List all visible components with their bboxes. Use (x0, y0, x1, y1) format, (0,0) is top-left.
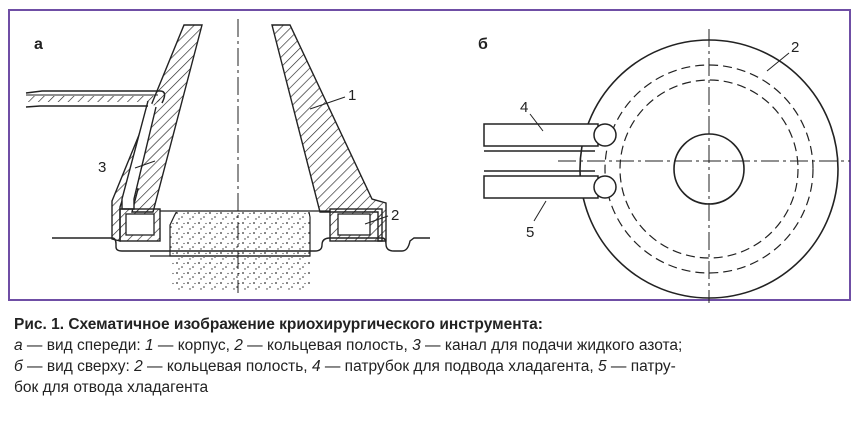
panel-b-label: б (478, 36, 488, 53)
callout-5: 5 (526, 224, 534, 241)
inlet-pipe-4 (483, 123, 599, 147)
figure-caption: Рис. 1. Схематичное изображение криохиру… (14, 314, 852, 398)
ground-line (52, 237, 430, 252)
panel-a-front-view: а 1 3 2 (25, 19, 430, 293)
caption-line-c: бок для отвода хладагента (14, 379, 209, 396)
callout-2-b: 2 (791, 39, 799, 56)
outlet-pipe-5 (483, 175, 599, 199)
inlet-pipe (25, 90, 166, 108)
caption-title: Рис. 1. Схематичное изображение криохиру… (14, 316, 543, 333)
caption-line-b: б — вид сверху: 2 — кольцевая полость, 4… (14, 358, 676, 375)
panel-b-top-view: б 2 4 5 (478, 29, 850, 303)
callout-2-a: 2 (391, 207, 399, 224)
callout-4: 4 (520, 99, 528, 116)
callout-3: 3 (98, 159, 106, 176)
callout-1: 1 (348, 87, 356, 104)
panel-a-label: а (34, 36, 43, 53)
figure-frame: а 1 3 2 б 2 (8, 9, 851, 303)
cryo-instrument-schematic: а 1 3 2 б 2 (25, 19, 850, 303)
caption-line-a: а — вид спереди: 1 — корпус, 2 — кольцев… (14, 337, 683, 354)
